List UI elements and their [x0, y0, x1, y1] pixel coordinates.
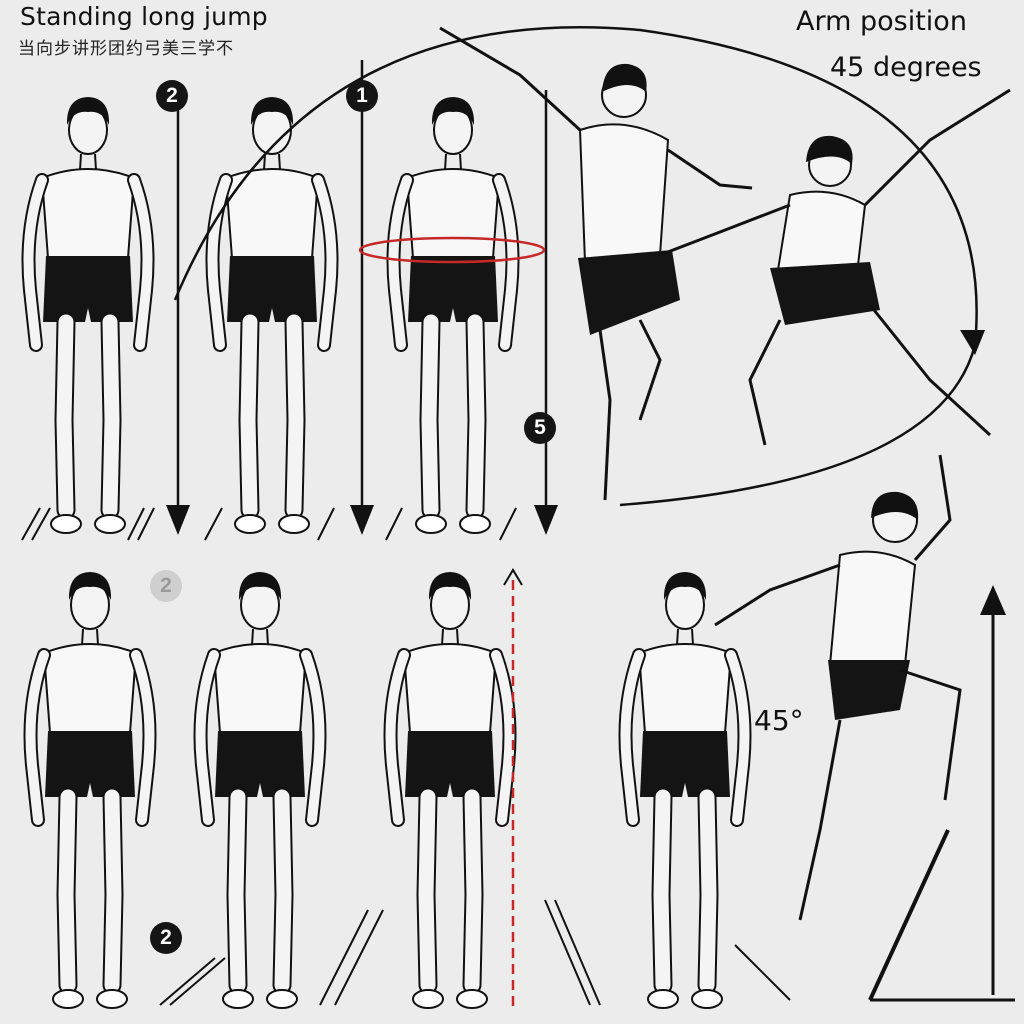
step-badge-a: 2: [156, 80, 188, 112]
figure-back-view: [31, 572, 150, 1008]
figure-arm-swing: [626, 572, 745, 1008]
figure-standing-3: [394, 97, 513, 533]
figure-side-view: [201, 572, 320, 1008]
step-badge-c: 5: [524, 412, 556, 444]
arm-degrees-label: 45 degrees: [830, 52, 982, 83]
step-badge-d: 2: [150, 570, 182, 602]
angle-label: 45°: [754, 704, 804, 737]
figure-standing-1: [29, 97, 148, 533]
figure-jump-takeoff: [439, 26, 753, 501]
figure-jump-flight: [659, 88, 1011, 446]
step-badge-e: 2: [150, 922, 182, 954]
figure-standing-2: [213, 97, 332, 533]
page-subtitle: 当向步讲形团约弓美三学不: [18, 39, 234, 59]
page-title: Standing long jump: [20, 2, 268, 31]
step-badge-b: 1: [346, 80, 378, 112]
figure-jump-knee-up: [714, 454, 962, 921]
arm-position-label: Arm position: [796, 6, 967, 37]
figure-arms-back: [391, 572, 510, 1008]
